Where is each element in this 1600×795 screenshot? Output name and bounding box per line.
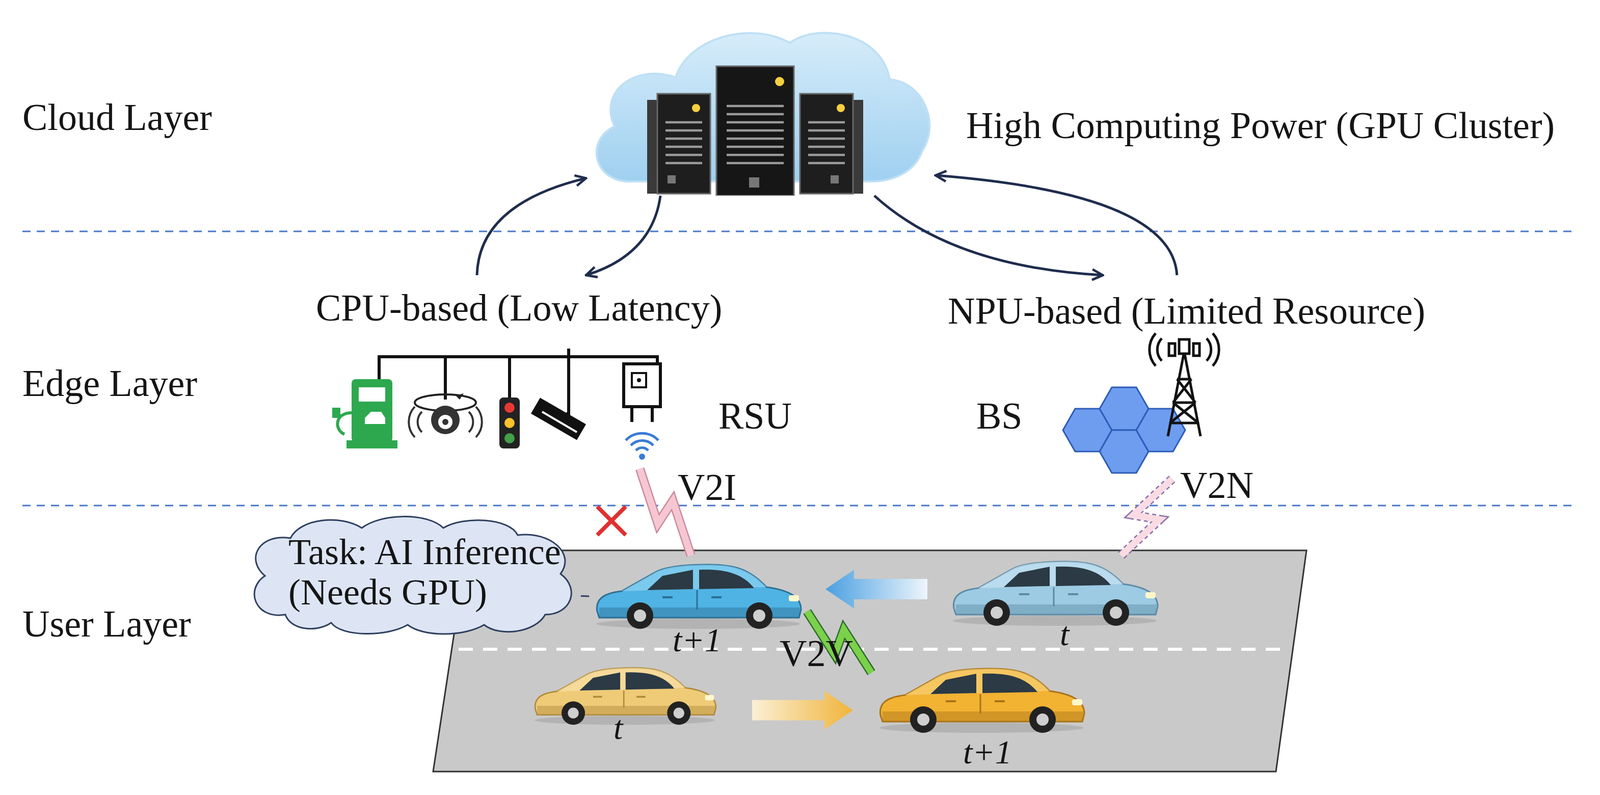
road bbox=[458, 647, 1287, 651]
layer-divider bbox=[22, 504, 1578, 507]
task-callout: Task: AI Inference (Needs GPU) bbox=[244, 512, 581, 637]
base-station-illustration bbox=[1172, 401, 1196, 405]
node-subtext: RSU bbox=[718, 393, 792, 439]
base-station-illustration bbox=[1177, 379, 1196, 403]
rsu-illustration bbox=[504, 417, 515, 429]
base-station-illustration bbox=[1169, 421, 1199, 425]
rsu-illustration bbox=[504, 433, 515, 444]
rsu-illustration bbox=[530, 397, 586, 440]
vehicle-shape bbox=[947, 555, 1162, 627]
vehicle: t bbox=[945, 555, 1164, 653]
node-subtext: BS bbox=[976, 393, 1023, 439]
vehicle-shape bbox=[517, 662, 732, 726]
cloud-server-shape bbox=[585, 20, 936, 196]
vehicle-shape bbox=[534, 668, 716, 726]
movement-arrow bbox=[825, 569, 928, 609]
base-station-illustration bbox=[1193, 343, 1200, 356]
layer-label: Edge Layer bbox=[22, 360, 198, 407]
rsu-illustration bbox=[358, 387, 386, 402]
vehicle-shape bbox=[874, 662, 1089, 734]
link-bolt-outline bbox=[1121, 478, 1172, 556]
flow-arrow bbox=[585, 195, 661, 276]
layer-divider bbox=[22, 230, 1578, 233]
base-station-illustration bbox=[1172, 402, 1199, 423]
base-station-group: NPU-based (Limited Resource) BS bbox=[942, 275, 1437, 479]
base-station-illustration bbox=[1172, 379, 1192, 403]
node-text: t bbox=[613, 707, 623, 748]
rsu-illustration bbox=[351, 379, 393, 443]
rsu-illustration bbox=[630, 406, 634, 422]
rsu-illustration bbox=[542, 411, 577, 433]
rsu-illustration bbox=[332, 348, 661, 460]
rsu-illustration bbox=[625, 433, 659, 451]
vehicle-shape bbox=[879, 668, 1085, 733]
node-text: t+1 bbox=[963, 731, 1012, 772]
node-text: High Computing Power (GPU Cluster) bbox=[966, 102, 1555, 149]
rsu-illustration bbox=[443, 356, 447, 400]
flow-arrow bbox=[935, 175, 1178, 276]
movement-arrow bbox=[752, 690, 853, 730]
rsu-illustration bbox=[455, 393, 464, 400]
rsu-illustration bbox=[504, 402, 515, 413]
blocked-mark bbox=[597, 506, 626, 536]
node-text: NPU-based (Limited Resource) bbox=[947, 288, 1426, 334]
rsu-illustration bbox=[623, 363, 661, 407]
cloud-server: High Computing Power (GPU Cluster) bbox=[585, 20, 936, 196]
vehicle-shape bbox=[596, 564, 802, 629]
flow-arrow bbox=[476, 178, 586, 276]
movement-arrow bbox=[825, 569, 928, 609]
vehicle: t+1 bbox=[871, 660, 1093, 767]
layer-label: User Layer bbox=[22, 601, 192, 647]
rsu-illustration bbox=[379, 356, 658, 380]
link-label: V2N bbox=[1180, 462, 1254, 509]
node-text: t+1 bbox=[672, 619, 722, 660]
vehicle-shape bbox=[591, 558, 806, 630]
callout-line bbox=[580, 595, 590, 597]
flow-arrow bbox=[585, 195, 661, 276]
rsu-illustration bbox=[499, 397, 520, 449]
base-station-illustration bbox=[1062, 387, 1186, 473]
rsu-illustration bbox=[438, 414, 453, 430]
flow-arrow bbox=[874, 195, 1103, 276]
vehicle: t+1 bbox=[589, 555, 808, 658]
rsu-illustration bbox=[631, 372, 647, 388]
rsu-illustration bbox=[638, 453, 646, 460]
wireless-link bbox=[1121, 478, 1172, 556]
rsu-group: CPU-based (Low Latency) RSU bbox=[305, 275, 795, 469]
movement-arrow bbox=[752, 690, 853, 730]
blocked-mark bbox=[597, 506, 626, 536]
rsu-illustration bbox=[408, 406, 483, 438]
base-station-illustration bbox=[1149, 333, 1219, 437]
rsu-illustration bbox=[508, 356, 512, 398]
link-bolt bbox=[1121, 478, 1172, 556]
vehicle: t bbox=[514, 662, 734, 746]
vehicle-shape bbox=[952, 561, 1158, 626]
base-station-illustration bbox=[1179, 339, 1190, 354]
node-text: CPU-based (Low Latency) bbox=[315, 285, 723, 331]
link-label: V2I bbox=[677, 464, 737, 511]
rsu-illustration bbox=[346, 440, 398, 449]
base-station-illustration bbox=[1169, 402, 1196, 423]
base-station-illustration bbox=[1062, 333, 1219, 473]
cloud-server-shape bbox=[596, 32, 930, 196]
node-text: Task: AI Inference (Needs GPU) bbox=[288, 531, 584, 613]
rsu-illustration bbox=[332, 407, 341, 418]
rsu-illustration bbox=[442, 418, 449, 425]
rsu-illustration bbox=[364, 411, 386, 424]
blocked-mark bbox=[597, 506, 626, 536]
flow-arrow bbox=[874, 195, 1103, 276]
rsu-illustration bbox=[650, 406, 654, 422]
link-label: V2V bbox=[779, 630, 853, 677]
rsu-illustration bbox=[636, 378, 642, 383]
layer-divider bbox=[22, 231, 1578, 506]
base-station-illustration bbox=[1149, 333, 1219, 366]
node-text: t bbox=[1059, 613, 1070, 654]
flow-arrow bbox=[935, 175, 1178, 276]
callout-line bbox=[580, 595, 590, 598]
layer-label: Cloud Layer bbox=[22, 94, 212, 141]
flow-arrow bbox=[476, 178, 586, 276]
rsu-illustration bbox=[431, 405, 460, 435]
base-station-illustration bbox=[1168, 343, 1176, 356]
